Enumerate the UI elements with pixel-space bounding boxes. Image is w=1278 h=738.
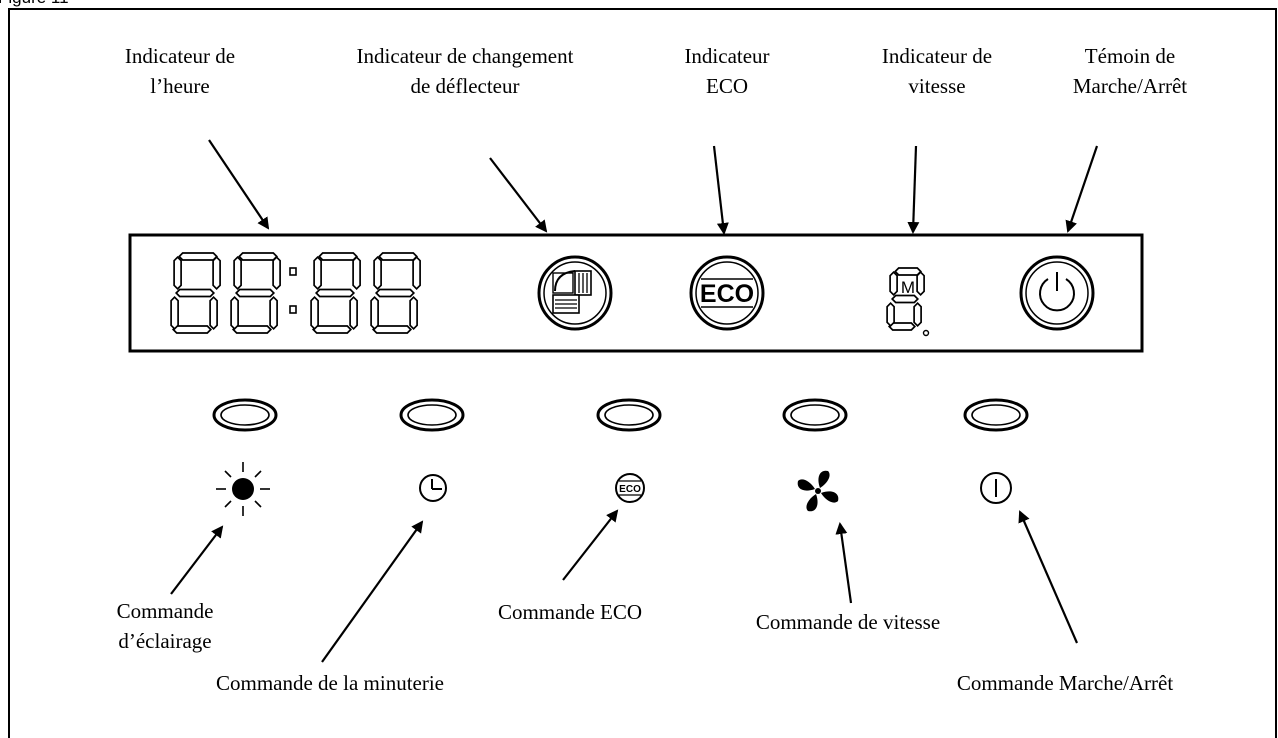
arrow-time-indicator bbox=[208, 139, 270, 230]
power-button[interactable] bbox=[963, 398, 1029, 432]
clock-digit-1 bbox=[170, 252, 221, 334]
arrow-speed-indicator bbox=[907, 145, 920, 234]
arrow-power-lamp bbox=[1065, 145, 1099, 233]
light-button[interactable] bbox=[212, 398, 278, 432]
arrow-power-command bbox=[1018, 510, 1079, 644]
label-speed-command: Commande de vitesse bbox=[755, 610, 941, 634]
label-eco-command: Commande ECO bbox=[497, 600, 643, 624]
sun-icon bbox=[216, 462, 270, 516]
label-power-command: Commande Marche/Arrêt bbox=[956, 671, 1174, 695]
arrow-eco-indicator bbox=[712, 145, 729, 235]
figure-caption: Figure 11 bbox=[0, 0, 69, 8]
speed-indicator-digit bbox=[886, 267, 925, 331]
clock-digit-4 bbox=[370, 252, 421, 334]
display-panel bbox=[128, 233, 1144, 353]
clock-digit-2 bbox=[230, 252, 281, 334]
deflector-indicator-icon bbox=[537, 255, 613, 331]
figure-frame bbox=[8, 8, 1277, 738]
arrow-speed-command bbox=[835, 522, 853, 604]
eco-icon: ECO bbox=[615, 473, 645, 503]
arrow-light-command bbox=[170, 525, 224, 595]
clock-colon-top bbox=[289, 267, 297, 276]
speed-mode-letter: M bbox=[901, 278, 915, 297]
label-timer-command: Commande de la minuterie bbox=[215, 671, 445, 695]
arrow-timer-command bbox=[321, 520, 424, 663]
timer-button[interactable] bbox=[399, 398, 465, 432]
speed-indicator-dot bbox=[922, 329, 930, 337]
power-icon bbox=[980, 472, 1012, 504]
speed-button[interactable] bbox=[782, 398, 848, 432]
speed-digit-8 bbox=[886, 267, 925, 331]
power-lamp-icon bbox=[1019, 255, 1095, 331]
clock-digit-3 bbox=[310, 252, 361, 334]
clock-colon-bottom bbox=[289, 305, 297, 314]
arrow-deflector-indicator bbox=[489, 157, 548, 233]
eco-indicator-icon: ECO bbox=[689, 255, 765, 331]
fan-icon bbox=[797, 470, 839, 512]
eco-icon-text: ECO bbox=[619, 484, 641, 495]
eco-button[interactable] bbox=[596, 398, 662, 432]
eco-indicator-text: ECO bbox=[700, 280, 754, 308]
arrow-eco-command bbox=[562, 509, 619, 581]
clock-display bbox=[170, 252, 421, 334]
clock-icon bbox=[419, 474, 447, 502]
